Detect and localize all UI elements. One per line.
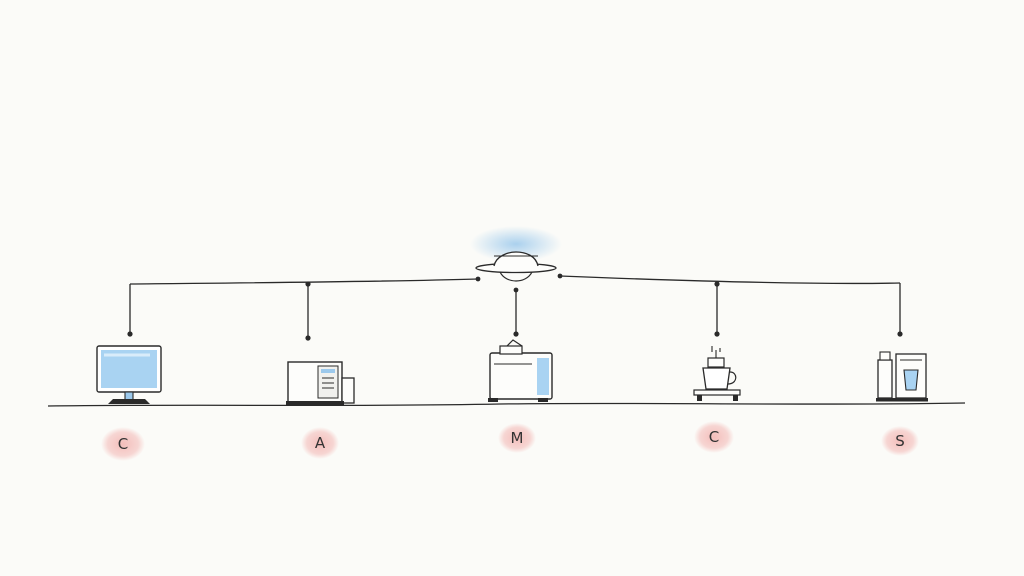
device-label-c2-text: C	[709, 428, 719, 446]
coffee-machine-icon	[876, 351, 928, 402]
junction-dots	[127, 273, 903, 341]
device-label-a-text: A	[315, 434, 326, 452]
device-label-s: S	[881, 426, 919, 456]
device-label-c1: C	[101, 427, 145, 461]
device-label-a: A	[301, 427, 339, 459]
ground-line	[47, 402, 966, 407]
coffee-cup-icon	[693, 346, 741, 401]
printer-icon	[286, 361, 355, 405]
bus-line-right	[559, 275, 901, 285]
device-label-m-text: M	[511, 429, 524, 447]
computer-monitor-icon	[96, 345, 162, 404]
device-label-s-text: S	[895, 432, 905, 450]
appliance-box-icon	[488, 339, 553, 402]
bus-line-left	[129, 278, 479, 285]
device-label-m: M	[498, 423, 536, 453]
device-label-c2: C	[694, 421, 734, 453]
device-label-c1-text: C	[118, 435, 128, 453]
ceiling-dome-hub-icon	[470, 226, 562, 282]
